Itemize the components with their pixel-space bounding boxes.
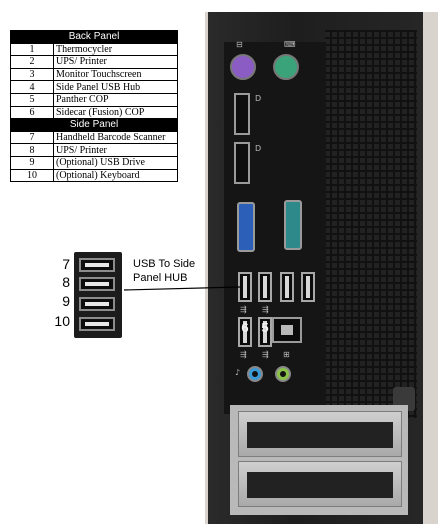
callout-line-1: USB To Side [133,258,196,270]
vga-port [237,202,255,252]
back-usb-port-5 [258,317,272,347]
back-usb-port-3 [258,272,272,302]
usb-icon: ⇶ [240,350,247,359]
side-usb-port [79,277,115,291]
vent-grid [325,30,417,418]
back-panel-header-row: Back Panel [10,30,178,44]
side-usb-port [79,258,115,272]
table-row: 3 Monitor Touchscreen [10,67,178,82]
expansion-card-bracket [238,411,402,457]
usb-icon: ⇶ [262,305,269,314]
back-port-number-6: 6 [241,320,249,335]
callout-leader-line [123,286,241,291]
table-row: 1 Thermocycler [10,42,178,57]
port-number: 10 [10,168,54,183]
back-usb-port-6 [238,317,252,347]
usb-icon: ⇶ [262,350,269,359]
table-row: 8 UPS/ Printer [10,143,178,157]
table-row: 4 Side Panel USB Hub [10,80,178,94]
expansion-card-bracket [238,461,402,507]
side-usb-number-8: 8 [62,274,70,290]
displayport-icon: D [255,144,262,153]
side-usb-hub [74,252,122,338]
back-panel-header: Back Panel [10,30,178,44]
audio-out-jack [275,366,291,382]
callout-line-2: Panel HUB [133,272,188,284]
ps2-mouse-port [230,54,256,80]
audio-in-jack [247,366,263,382]
table-row: 6 Sidecar (Fusion) COP [10,105,178,120]
usb-hub-callout: USB To Side Panel HUB [133,257,195,285]
side-usb-port [79,317,115,331]
side-usb-number-9: 9 [62,293,70,309]
displayport-1 [234,93,250,135]
back-port-number-5: 5 [261,320,269,335]
table-row: 10 (Optional) Keyboard [10,168,178,183]
expansion-slots [230,405,408,515]
back-usb-port-1 [301,272,315,302]
serial-port [284,200,302,250]
side-usb-number-7: 7 [62,256,70,272]
mouse-icon: ⊟ [236,40,243,49]
usb-icon: ⇶ [240,305,247,314]
back-usb-port-2 [280,272,294,302]
port-device: (Optional) Keyboard [53,168,178,183]
ps2-keyboard-port [273,54,299,80]
network-icon: ⊞ [283,350,290,359]
displayport-icon: D [255,94,262,103]
port-assignment-table: Back Panel 1 Thermocycler 2 UPS/ Printer… [10,30,178,183]
ethernet-port [272,317,302,343]
side-usb-port [79,297,115,311]
displayport-2 [234,142,250,184]
audio-icon: ♪ [235,368,241,377]
side-usb-number-10: 10 [54,313,70,329]
keyboard-icon: ⌨ [284,40,296,49]
